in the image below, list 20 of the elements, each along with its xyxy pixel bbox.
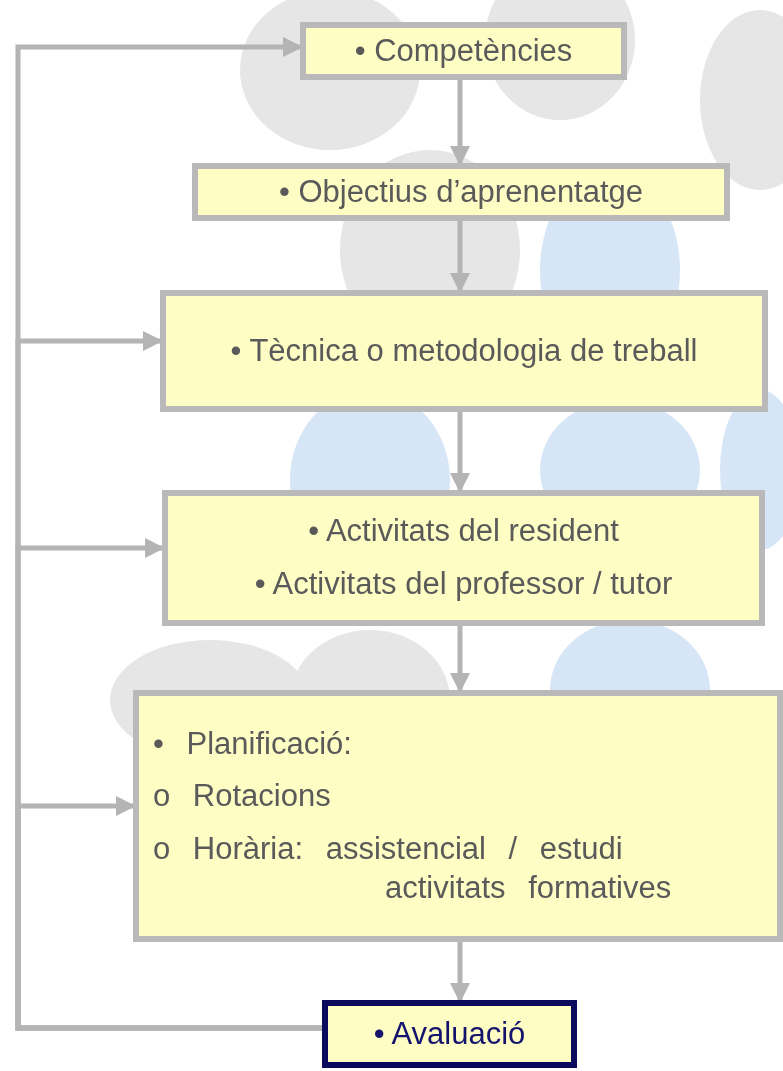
box-text: • Competències	[354, 31, 573, 70]
box-text: • Tècnica o metodologia de treball	[230, 331, 698, 370]
box-text: o Rotacions	[153, 777, 331, 816]
process-box	[160, 290, 768, 412]
arrow	[450, 626, 470, 693]
box-text: • Avaluació	[373, 1014, 526, 1053]
process-box	[133, 690, 783, 942]
arrow	[450, 80, 470, 166]
arrow	[450, 221, 470, 293]
box-text: • Objectius d’aprenentatge	[278, 172, 644, 211]
process-box	[192, 163, 730, 221]
process-box	[162, 490, 765, 626]
box-text: o Horària: assistencial / estudi activitats formatives	[153, 830, 673, 907]
box-text: • Planificació:	[153, 724, 352, 763]
arrow	[450, 412, 470, 493]
box-text: • Activitats del resident	[308, 512, 619, 551]
arrow	[450, 942, 470, 1003]
process-box	[300, 22, 627, 80]
box-text: • Activitats del professor / tutor	[254, 565, 673, 603]
process-box	[322, 1000, 577, 1068]
